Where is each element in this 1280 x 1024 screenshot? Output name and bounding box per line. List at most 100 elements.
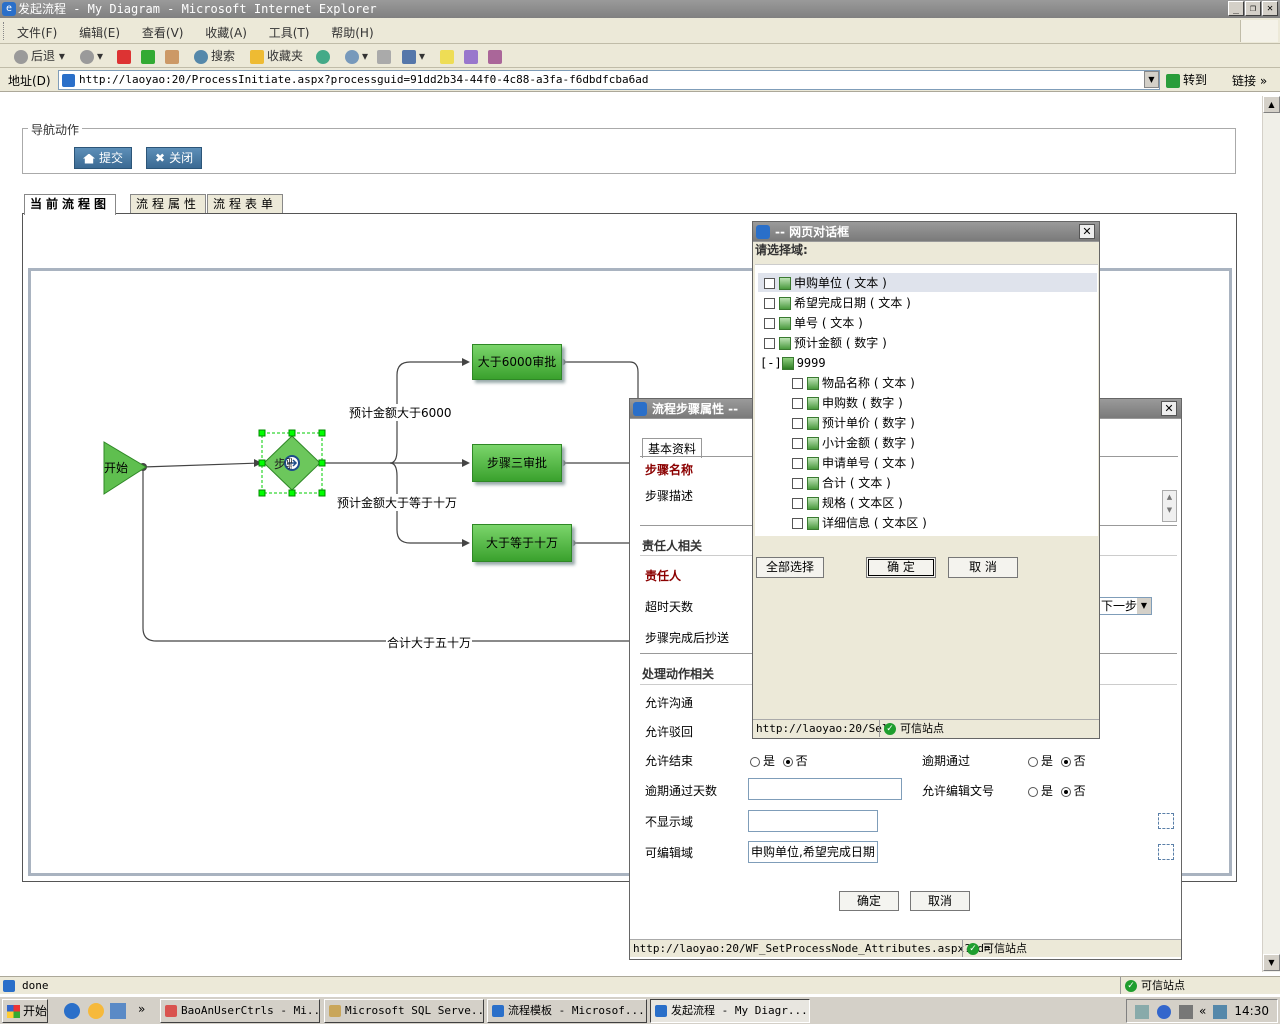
field-dialog-close-button[interactable]: ✕: [1079, 224, 1095, 239]
edit-button[interactable]: ▾: [402, 47, 425, 65]
menu-favorites[interactable]: 收藏(A): [205, 26, 247, 40]
editable-fields-input[interactable]: 申购单位,希望完成日期: [748, 841, 878, 863]
tree-subitem-4[interactable]: 小计金额 ( 数字 ): [792, 434, 915, 452]
checkbox[interactable]: [792, 438, 803, 449]
tree-subitem-5[interactable]: 申请单号 ( 文本 ): [792, 454, 915, 472]
edge-label-sum50w[interactable]: 合计大于五十万: [386, 634, 473, 651]
step-ok-button[interactable]: 确定: [839, 891, 899, 911]
checkbox[interactable]: [792, 458, 803, 469]
task-sqlserver[interactable]: Microsoft SQL Serve...: [324, 999, 484, 1023]
favorites-button[interactable]: 收藏夹: [250, 47, 303, 65]
discuss-button[interactable]: [440, 47, 457, 65]
edge-label-gte10w[interactable]: 预计金额大于等于十万: [336, 494, 459, 511]
checkbox[interactable]: [792, 498, 803, 509]
refresh-button[interactable]: [141, 47, 158, 65]
tree-subitem-6[interactable]: 合计 ( 文本 ): [792, 474, 891, 492]
allow-end-radios[interactable]: 是 否: [750, 752, 808, 769]
hidden-fields-input[interactable]: [748, 810, 878, 832]
go-button[interactable]: 转到: [1166, 71, 1207, 88]
submit-button[interactable]: 提交: [74, 147, 133, 169]
search-button[interactable]: 搜索: [194, 47, 235, 65]
radio-yes[interactable]: [750, 756, 760, 767]
forward-button[interactable]: ▾: [80, 47, 103, 65]
menu-edit[interactable]: 编辑(E): [79, 26, 121, 40]
research-button[interactable]: [488, 47, 505, 65]
close-button[interactable]: ✖关闭: [146, 147, 203, 169]
menu-view[interactable]: 查看(V): [141, 26, 184, 40]
tree-subitem-8[interactable]: 详细信息 ( 文本区 ): [792, 514, 927, 532]
radio-yes[interactable]: [1028, 756, 1038, 767]
menu-tools[interactable]: 工具(T): [268, 26, 310, 40]
links-button[interactable]: 链接 »: [1232, 74, 1268, 88]
history-button[interactable]: [316, 47, 333, 65]
checkbox[interactable]: [792, 418, 803, 429]
group-toggle[interactable]: [-]: [760, 356, 782, 370]
tree-subitem-3[interactable]: 预计单价 ( 数字 ): [792, 414, 915, 432]
select-all-button[interactable]: 全部选择: [756, 557, 824, 578]
step-cancel-button[interactable]: 取消: [910, 891, 970, 911]
node-step3[interactable]: 步骤三审批: [472, 444, 562, 482]
start-node-label[interactable]: 开始: [104, 461, 129, 475]
tree-subitem-7[interactable]: 规格 ( 文本区 ): [792, 494, 903, 512]
step-dialog-close-button[interactable]: ✕: [1161, 401, 1177, 416]
print-button[interactable]: [377, 47, 394, 65]
network-icon[interactable]: [1135, 1005, 1149, 1019]
menu-file[interactable]: 文件(F): [17, 26, 58, 40]
checkbox[interactable]: [792, 378, 803, 389]
node-gt6000[interactable]: 大于6000审批: [472, 344, 562, 380]
tree-subitem-2[interactable]: 申购数 ( 数字 ): [792, 394, 903, 412]
mail-button[interactable]: ▾: [345, 47, 368, 65]
checkbox[interactable]: [764, 278, 775, 289]
radio-yes[interactable]: [1028, 786, 1038, 797]
task-initiate[interactable]: 发起流程 - My Diagr...: [650, 999, 810, 1023]
help-icon[interactable]: [1157, 1005, 1171, 1019]
scroll-down-button[interactable]: ▼: [1263, 954, 1280, 971]
minimize-button[interactable]: _: [1228, 1, 1244, 16]
close-window-button[interactable]: ✕: [1262, 1, 1278, 16]
checkbox[interactable]: [764, 298, 775, 309]
quicklaunch-icon[interactable]: [110, 1003, 126, 1019]
checkbox[interactable]: [764, 318, 775, 329]
quicklaunch-ie-icon[interactable]: [64, 1003, 80, 1019]
back-button[interactable]: 后退 ▾: [14, 47, 65, 65]
tree-item-field-3[interactable]: 单号 ( 文本 ): [764, 314, 863, 332]
overdue-days-input[interactable]: [748, 778, 902, 800]
chevron-right-icon[interactable]: »: [138, 1002, 146, 1016]
tree-item-field-4[interactable]: 预计金额 ( 数字 ): [764, 334, 887, 352]
tab-basic-info[interactable]: 基本资料: [642, 438, 702, 458]
select-fields-icon[interactable]: [1158, 813, 1174, 829]
desc-scrollbar[interactable]: ▲ ▼: [1162, 490, 1177, 522]
select-fields-icon[interactable]: [1158, 844, 1174, 860]
menu-help[interactable]: 帮助(H): [331, 26, 374, 40]
volume-icon[interactable]: [1179, 1005, 1193, 1019]
stop-button[interactable]: [117, 47, 134, 65]
radio-no[interactable]: [1060, 756, 1071, 767]
address-input[interactable]: http://laoyao:20/ProcessInitiate.aspx?pr…: [58, 70, 1160, 90]
tree-subitem-1[interactable]: 物品名称 ( 文本 ): [792, 374, 915, 392]
checkbox[interactable]: [792, 478, 803, 489]
quicklaunch-icon[interactable]: [88, 1003, 104, 1019]
field-cancel-button[interactable]: 取 消: [948, 557, 1018, 578]
checkbox[interactable]: [792, 398, 803, 409]
checkbox[interactable]: [764, 338, 775, 349]
step2-node-label[interactable]: 步骤二: [274, 455, 292, 472]
home-button[interactable]: [165, 47, 182, 65]
node-gte10w[interactable]: 大于等于十万: [472, 524, 572, 562]
allow-edit-docno-radios[interactable]: 是 否: [1028, 782, 1086, 799]
page-scrollbar[interactable]: ▲ ▼: [1262, 96, 1280, 972]
tab-process-form[interactable]: 流程表单: [207, 194, 284, 214]
tab-current-diagram[interactable]: 当前流程图: [24, 194, 117, 215]
radio-no[interactable]: [782, 756, 793, 767]
tree-item-field-2[interactable]: 希望完成日期 ( 文本 ): [764, 294, 911, 312]
radio-no[interactable]: [1060, 786, 1071, 797]
overdue-pass-radios[interactable]: 是 否: [1028, 752, 1086, 769]
task-template[interactable]: 流程模板 - Microsof...: [487, 999, 647, 1023]
tree-item-field-1[interactable]: 申购单位 ( 文本 ): [764, 274, 887, 292]
chevron-left-icon[interactable]: «: [1199, 1004, 1207, 1018]
display-icon[interactable]: [1213, 1005, 1227, 1019]
start-button[interactable]: 开始: [2, 999, 48, 1023]
maximize-button[interactable]: ❐: [1245, 1, 1261, 16]
task-baoan[interactable]: BaoAnUserCtrls - Mi...: [160, 999, 320, 1023]
tab-process-properties[interactable]: 流程属性: [130, 194, 207, 214]
tree-group-9999[interactable]: [-]9999: [760, 354, 826, 372]
